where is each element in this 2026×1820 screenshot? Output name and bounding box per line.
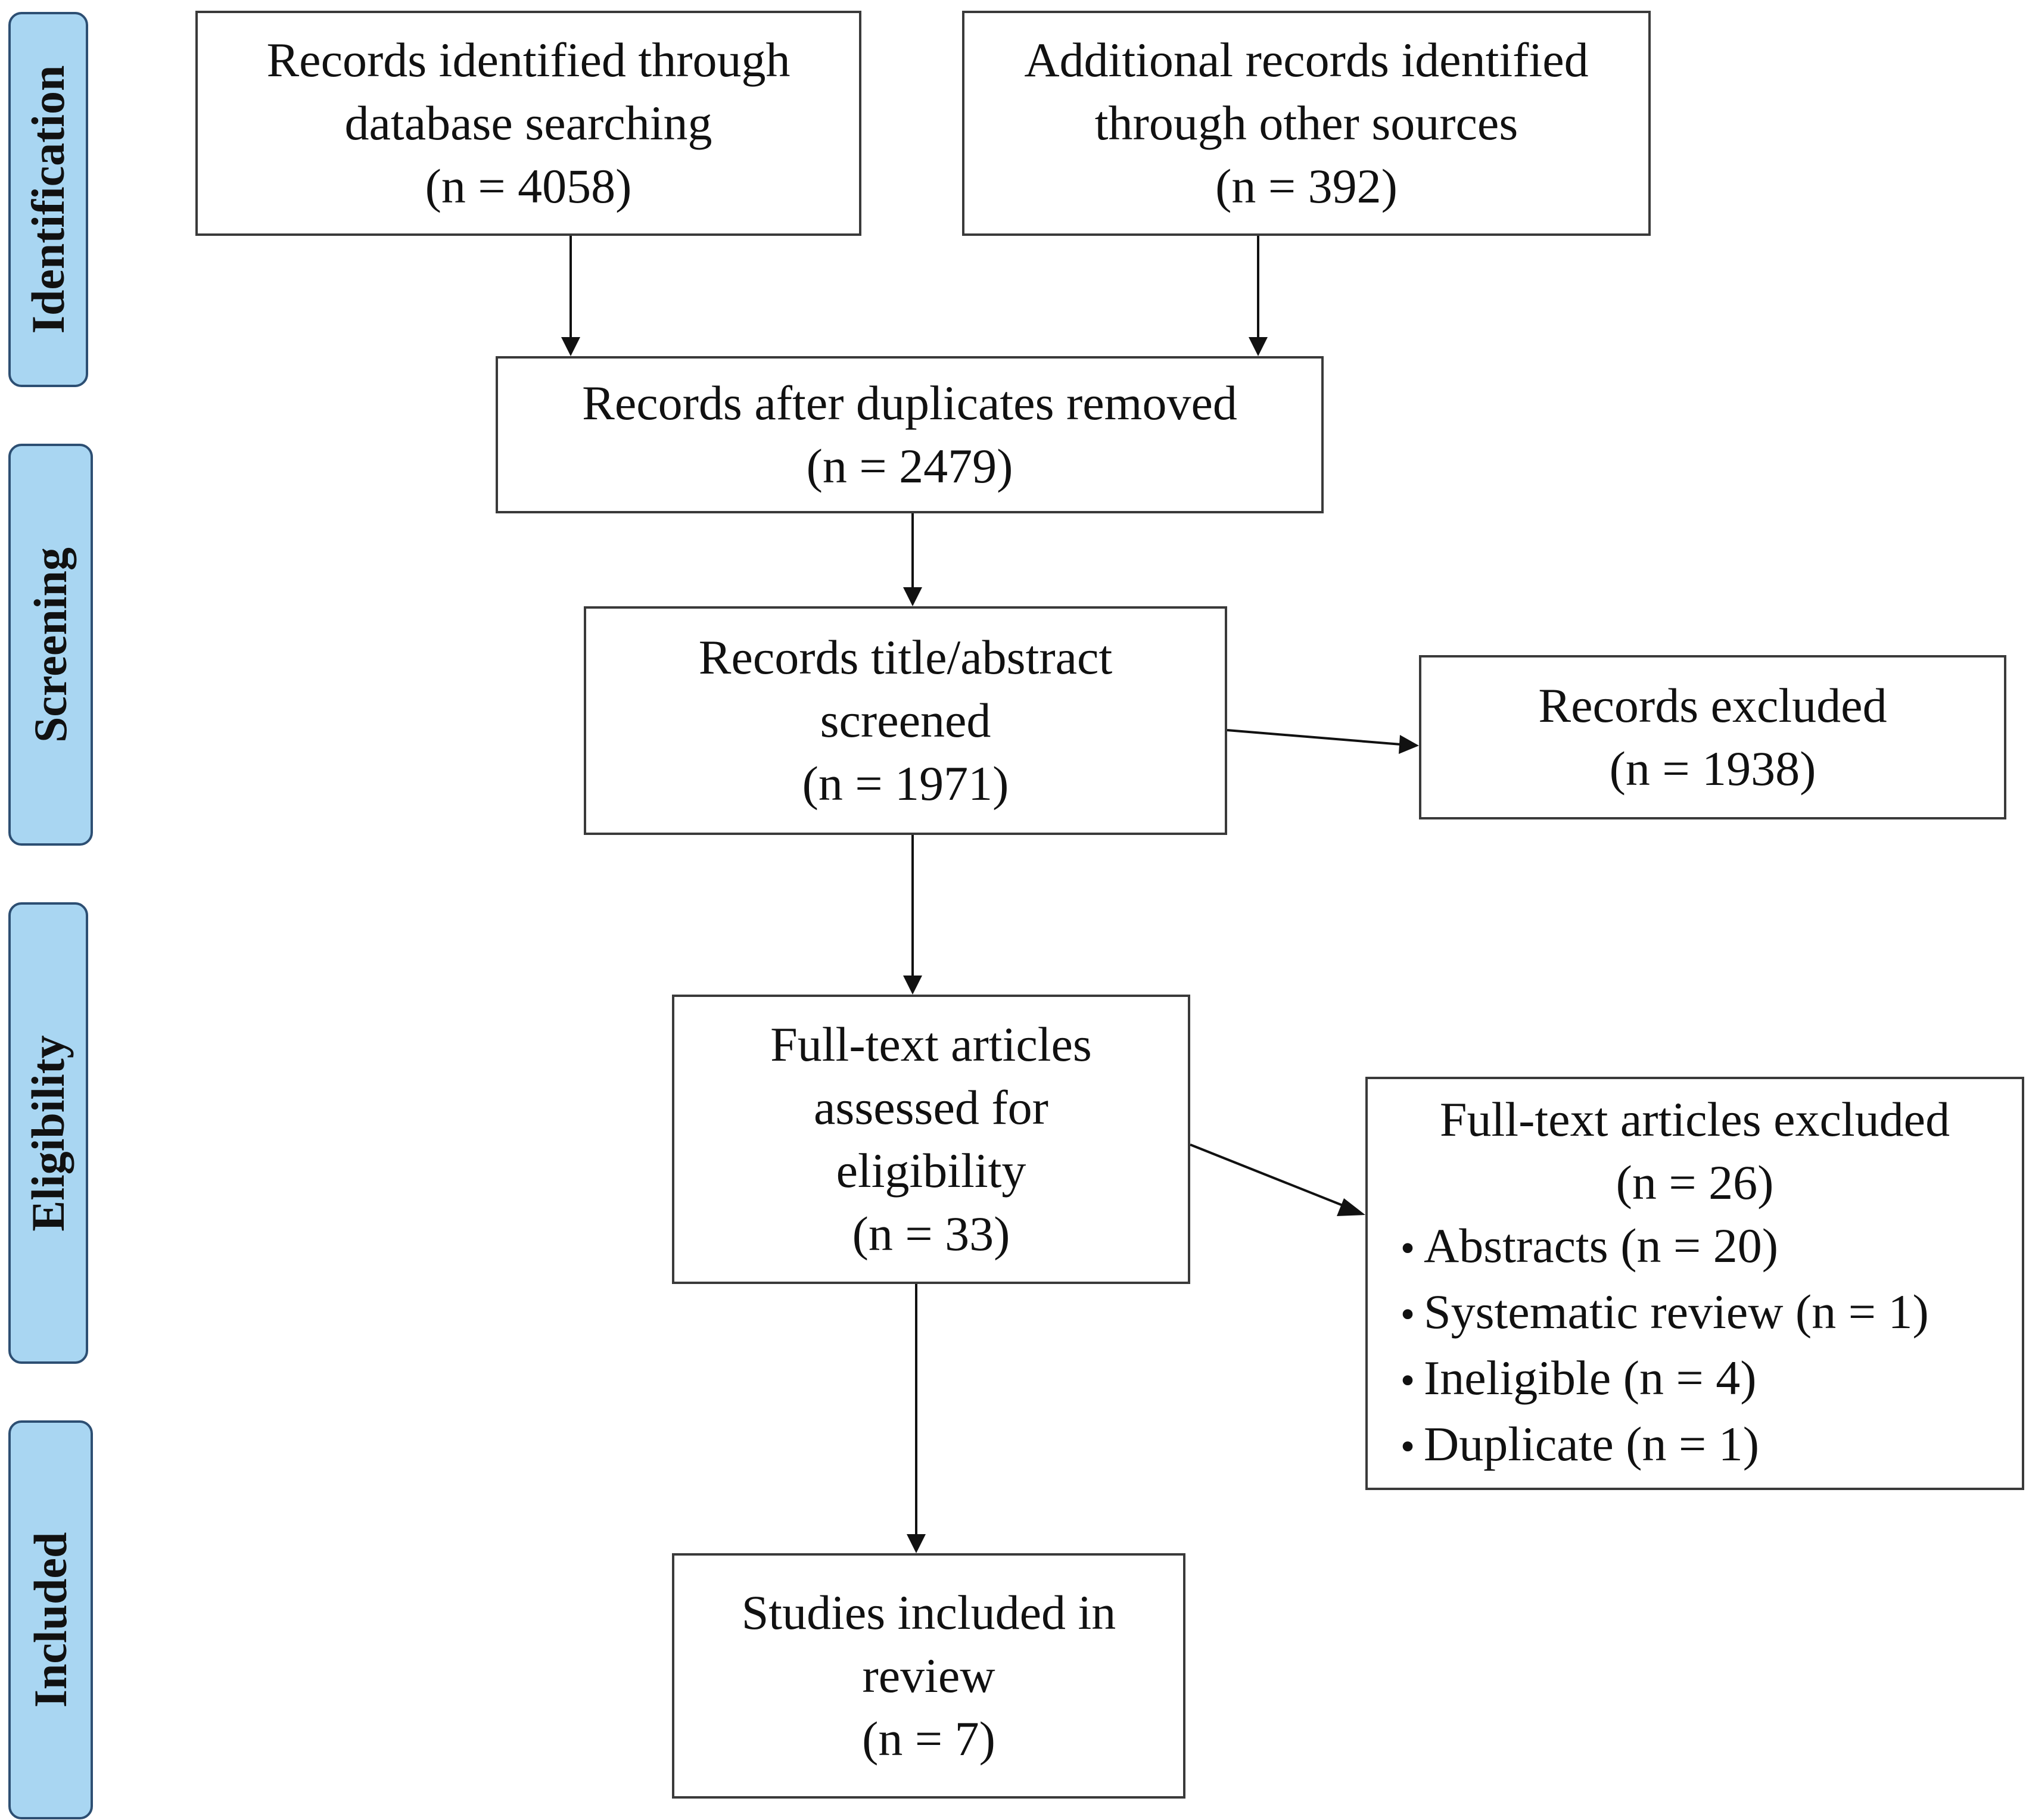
box-fulltext-assessed-line1: Full-text articles: [770, 1017, 1092, 1071]
box-fulltext-assessed-count: (n = 33): [852, 1207, 1010, 1261]
box-other-sources: Additional records identified through ot…: [962, 11, 1651, 236]
box-screened-line1: Records title/abstract: [698, 630, 1113, 684]
box-records-excluded-count: (n = 1938): [1609, 741, 1816, 796]
box-database-count: (n = 4058): [425, 159, 632, 213]
arrowhead-screened-to-excluded: [1399, 735, 1419, 754]
box-included-count: (n = 7): [862, 1712, 995, 1766]
box-after-duplicates: Records after duplicates removed (n = 24…: [496, 356, 1324, 513]
exclusion-reasons-list: Abstracts (n = 20) Systematic review (n …: [1392, 1214, 1929, 1479]
box-after-duplicates-count: (n = 2479): [806, 439, 1013, 493]
arrowhead-other-to-dedup: [1249, 337, 1268, 356]
arrowhead-screened-to-fulltext: [903, 976, 922, 995]
box-database-line2: database searching: [344, 96, 712, 150]
stage-included: Included: [8, 1420, 93, 1819]
box-screened-line2: screened: [820, 693, 991, 747]
box-database-records: Records identified through database sear…: [195, 11, 861, 236]
box-other-sources-count: (n = 392): [1215, 159, 1398, 213]
stage-screening: Screening: [8, 444, 93, 846]
box-fulltext-assessed-line3: eligibility: [836, 1143, 1026, 1198]
arrowhead-dedup-to-screened: [903, 587, 922, 606]
arrow-screened-to-excluded: [1227, 729, 1402, 746]
arrowhead-fulltext-to-included: [907, 1534, 926, 1553]
box-screened-count: (n = 1971): [802, 756, 1009, 811]
box-fulltext-assessed: Full-text articles assessed for eligibil…: [672, 995, 1190, 1284]
exclusion-reason-duplicate: Duplicate (n = 1): [1392, 1413, 1759, 1479]
box-fulltext-excluded: Full-text articles excluded (n = 26) Abs…: [1365, 1077, 2024, 1490]
exclusion-reason-abstracts: Abstracts (n = 20): [1392, 1214, 1778, 1280]
box-included-line1: Studies included in: [741, 1585, 1116, 1640]
arrow-fulltext-to-excluded: [1190, 1143, 1349, 1209]
box-database-line1: Records identified through: [266, 33, 791, 87]
box-included-studies: Studies included in review (n = 7): [672, 1553, 1185, 1799]
box-included-line2: review: [862, 1648, 995, 1703]
box-fulltext-assessed-line2: assessed for: [814, 1080, 1048, 1135]
arrowhead-fulltext-to-excluded: [1337, 1198, 1365, 1216]
box-after-duplicates-line1: Records after duplicates removed: [582, 376, 1237, 430]
stage-identification: Identification: [8, 12, 88, 387]
box-screened: Records title/abstract screened (n = 197…: [584, 606, 1227, 835]
box-other-sources-line2: through other sources: [1094, 96, 1518, 150]
box-records-excluded-line1: Records excluded: [1538, 678, 1887, 733]
box-fulltext-excluded-line1: Full-text articles excluded: [1439, 1092, 1950, 1146]
stage-eligibility: Eligibility: [8, 902, 88, 1364]
exclusion-reason-ineligible: Ineligible (n = 4): [1392, 1347, 1757, 1413]
arrowhead-database-to-dedup: [561, 337, 580, 356]
box-fulltext-excluded-count: (n = 26): [1616, 1155, 1774, 1210]
box-records-excluded: Records excluded (n = 1938): [1419, 655, 2006, 819]
exclusion-reason-systematic-review: Systematic review (n = 1): [1392, 1280, 1929, 1347]
box-other-sources-line1: Additional records identified: [1024, 33, 1589, 87]
